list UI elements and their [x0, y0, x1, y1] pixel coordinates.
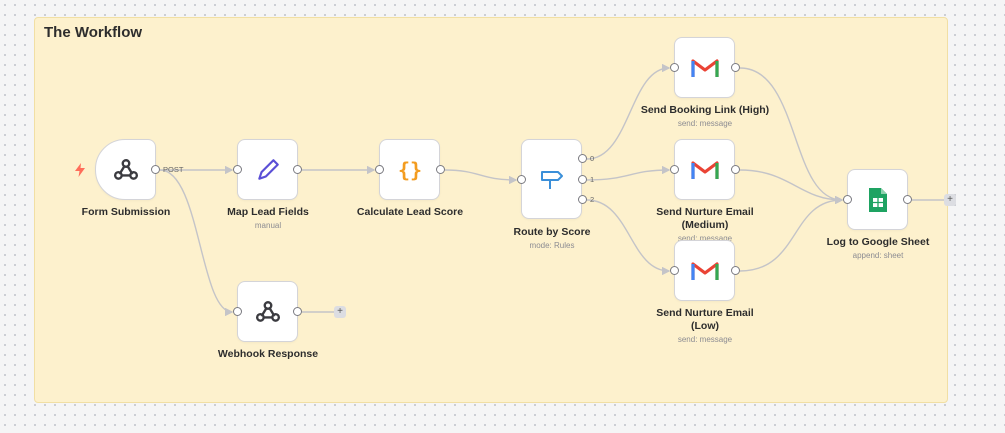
low-input-handle[interactable] — [670, 266, 679, 275]
node-label-send-nurture-medium: Send Nurture Email (Medium) — [656, 206, 754, 231]
node-sub-send-nurture-medium: send: message — [677, 234, 733, 243]
route-output-1-label: 1 — [590, 175, 595, 184]
trigger-bolt-icon — [75, 163, 85, 177]
edge-route-to-booking — [586, 63, 671, 160]
node-sub-map-lead-fields: manual — [254, 221, 282, 230]
map-output-handle[interactable] — [293, 165, 302, 174]
form-output-label: POST — [163, 165, 184, 174]
svg-text:{}: {} — [397, 158, 421, 182]
node-sub-send-booking-link: send: message — [677, 119, 733, 128]
node-route-by-score[interactable] — [521, 139, 582, 219]
gmail-icon — [690, 261, 719, 280]
node-send-booking-link[interactable] — [674, 37, 735, 98]
form-output-handle[interactable] — [151, 165, 160, 174]
add-node-button[interactable]: + — [944, 194, 956, 206]
edge-calc-to-route — [444, 169, 518, 185]
node-send-nurture-medium[interactable] — [674, 139, 735, 200]
route-output-0-label: 0 — [590, 154, 595, 163]
route-output-2-handle[interactable] — [578, 195, 587, 204]
gmail-icon — [690, 58, 719, 77]
medium-input-handle[interactable] — [670, 165, 679, 174]
node-log-google-sheet[interactable] — [847, 169, 908, 230]
edge-booking-to-sheet — [739, 67, 844, 205]
node-label-form-submission: Form Submission — [81, 206, 171, 218]
node-label-map-lead-fields: Map Lead Fields — [227, 206, 309, 218]
sticky-note[interactable]: The Workflow — [34, 17, 948, 403]
node-map-lead-fields[interactable] — [237, 139, 298, 200]
edge-medium-to-sheet — [739, 169, 844, 205]
webhook-icon — [255, 300, 280, 322]
sheet-input-handle[interactable] — [843, 195, 852, 204]
map-input-handle[interactable] — [233, 165, 242, 174]
node-calculate-lead-score[interactable]: {} — [379, 139, 440, 200]
node-label-log-google-sheet: Log to Google Sheet — [826, 236, 930, 248]
node-sub-log-google-sheet: append: sheet — [852, 251, 904, 260]
node-label-route-by-score: Route by Score — [513, 226, 591, 238]
node-form-submission[interactable] — [95, 139, 156, 200]
node-webhook-response[interactable] — [237, 281, 298, 342]
edge-form-to-webhook-response — [159, 169, 234, 317]
code-braces-icon: {} — [397, 158, 421, 182]
route-output-2-label: 2 — [590, 195, 595, 204]
medium-output-handle[interactable] — [731, 165, 740, 174]
gmail-icon — [690, 160, 719, 179]
edge-low-to-sheet — [739, 195, 844, 272]
booking-input-handle[interactable] — [670, 63, 679, 72]
switch-signpost-icon — [540, 171, 563, 189]
node-label-send-booking-link: Send Booking Link (High) — [640, 104, 770, 116]
low-output-handle[interactable] — [731, 266, 740, 275]
google-sheets-icon — [868, 187, 887, 212]
node-label-send-nurture-low: Send Nurture Email (Low) — [656, 307, 754, 332]
route-input-handle[interactable] — [517, 175, 526, 184]
webhook-response-input-handle[interactable] — [233, 307, 242, 316]
sticky-title: The Workflow — [44, 24, 143, 41]
node-sub-route-by-score: mode: Rules — [529, 241, 575, 250]
node-label-webhook-response: Webhook Response — [217, 348, 319, 360]
webhook-response-output-handle[interactable] — [293, 307, 302, 316]
node-label-calculate-lead-score: Calculate Lead Score — [356, 206, 464, 218]
route-output-1-handle[interactable] — [578, 175, 587, 184]
sheet-output-handle[interactable] — [903, 195, 912, 204]
calc-output-handle[interactable] — [436, 165, 445, 174]
node-send-nurture-low[interactable] — [674, 240, 735, 301]
edge-route-to-low — [586, 199, 671, 276]
route-output-0-handle[interactable] — [578, 154, 587, 163]
add-node-button[interactable]: + — [334, 306, 346, 318]
pen-icon — [257, 158, 279, 180]
node-sub-send-nurture-low: send: message — [677, 335, 733, 344]
edge-route-to-medium — [586, 165, 671, 181]
booking-output-handle[interactable] — [731, 63, 740, 72]
calc-input-handle[interactable] — [375, 165, 384, 174]
webhook-icon — [113, 158, 138, 180]
